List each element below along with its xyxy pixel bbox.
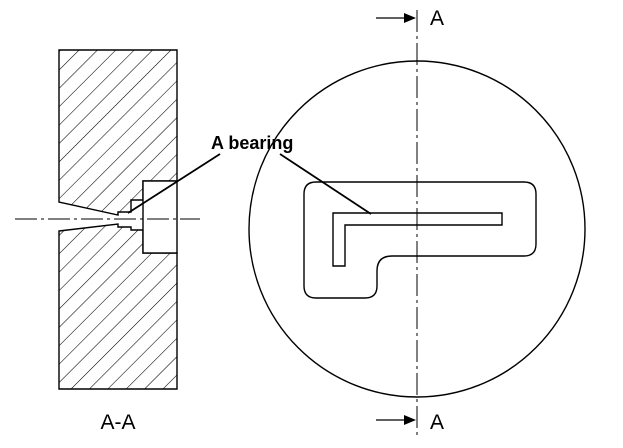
die-opening <box>332 212 503 267</box>
section-view: A-A <box>15 49 200 434</box>
section-title: A-A <box>100 411 135 434</box>
leader-line-left <box>127 153 221 214</box>
leader-line-right <box>279 153 372 215</box>
pocket-outline <box>303 181 537 299</box>
bearing-label: A bearing <box>211 133 293 153</box>
cut-arrow-top <box>376 13 416 23</box>
section-body <box>58 49 178 390</box>
cut-label-top: A <box>430 7 444 30</box>
bearing-callout: A bearing <box>127 133 372 215</box>
cut-label-bottom: A <box>430 411 444 434</box>
plan-view: A A <box>248 7 586 438</box>
cut-arrow-bottom <box>376 415 416 425</box>
